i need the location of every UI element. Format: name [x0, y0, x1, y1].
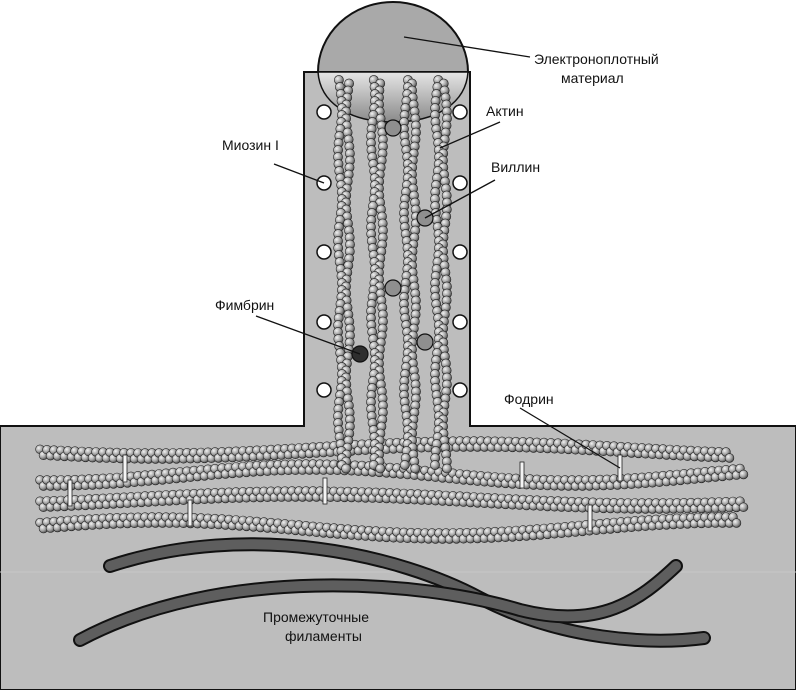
- label-fimbrin: Фимбрин: [215, 297, 274, 313]
- leader-fimbrin: [255, 315, 361, 355]
- fodrin-link: [322, 477, 328, 505]
- actin-bead: [738, 502, 749, 512]
- electron-dense-cap: [316, 1, 470, 73]
- myosin-i-dot: [316, 244, 332, 260]
- label-electron-dense-line2: материал: [561, 70, 624, 86]
- label-electron-dense-line1: Электроноплотный: [534, 51, 659, 67]
- leader-lines: [255, 36, 621, 469]
- actin-bead: [731, 518, 742, 528]
- myosin-i-arms: [316, 104, 468, 398]
- leader-fodrin: [519, 407, 621, 469]
- label-myosin: Миозин I: [222, 137, 279, 153]
- fodrin-link: [187, 499, 193, 527]
- fodrin-link: [122, 454, 128, 483]
- intermediate-filaments: [73, 537, 711, 648]
- label-intermediate-line1: Промежуточные: [263, 609, 369, 625]
- myosin-i-dot: [452, 104, 468, 120]
- myosin-i-dot: [452, 244, 468, 260]
- label-villin: Виллин: [491, 159, 540, 175]
- fodrin-link: [519, 461, 525, 489]
- label-intermediate-line2: филаменты: [285, 628, 362, 644]
- myosin-i-dot: [452, 175, 468, 191]
- cell-membrane: [0, 71, 796, 690]
- cortical-actin-network: [35, 436, 749, 544]
- villin-dot: [384, 279, 402, 297]
- actin-bead: [738, 469, 749, 480]
- actin-bead: [430, 460, 440, 470]
- villin-dot: [416, 333, 434, 351]
- actin-bead: [341, 463, 351, 474]
- actin-bead: [410, 463, 421, 474]
- villin-dot: [384, 119, 402, 137]
- actin-bead: [442, 463, 452, 474]
- myosin-i-dot: [316, 104, 332, 120]
- microvillus-actin-core: [333, 75, 452, 474]
- myosin-i-dot: [316, 382, 332, 398]
- fodrin-link: [587, 504, 593, 532]
- intermediate-filament-2-fill: [75, 561, 681, 645]
- actin-bead: [724, 453, 735, 463]
- label-actin: Актин: [486, 103, 524, 119]
- leader-electron-dense: [403, 36, 531, 58]
- myosin-i-dot: [452, 314, 468, 330]
- myosin-i-dot: [452, 382, 468, 398]
- myosin-i-dot: [316, 314, 332, 330]
- fodrin-link: [67, 479, 73, 507]
- actin-bead: [399, 460, 410, 470]
- leader-villin: [424, 179, 496, 219]
- leader-actin: [439, 121, 501, 149]
- actin-bead: [375, 463, 386, 474]
- leader-myosin: [273, 163, 325, 184]
- label-fodrin: Фодрин: [504, 391, 554, 407]
